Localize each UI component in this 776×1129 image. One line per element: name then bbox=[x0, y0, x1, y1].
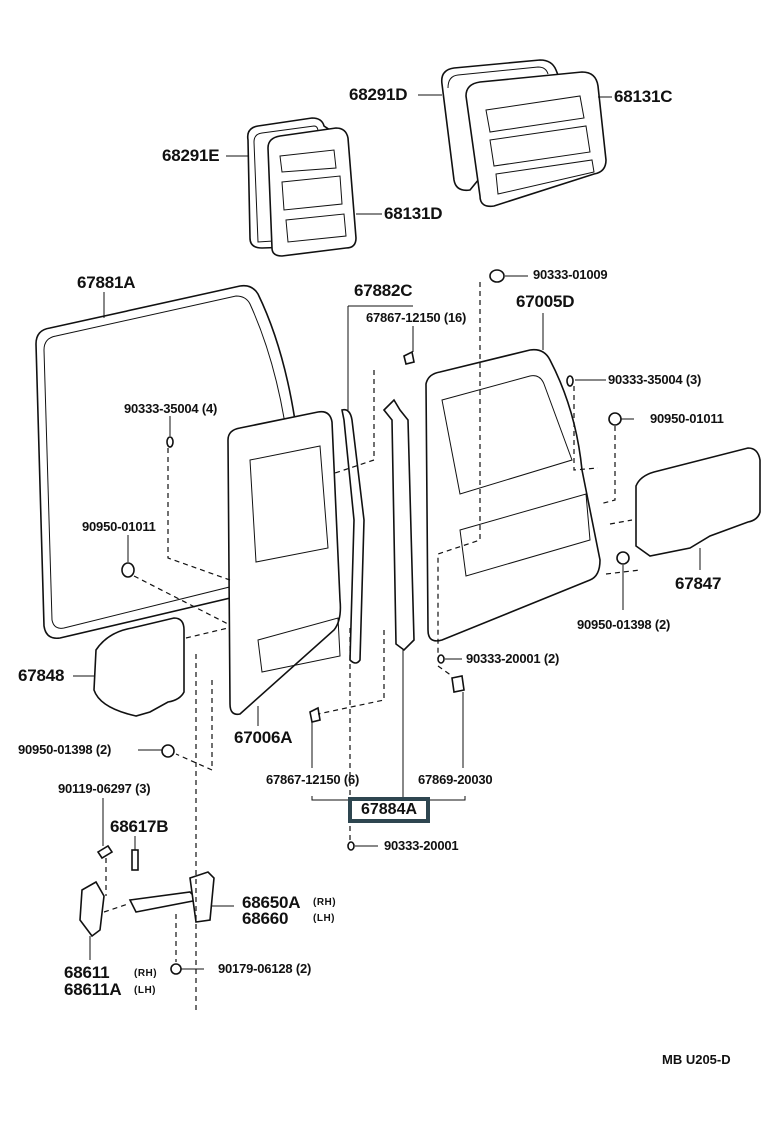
door-weatherstrip-center bbox=[382, 398, 415, 652]
part-label-68660: 68660 bbox=[242, 909, 289, 928]
part-label-68131C: 68131C bbox=[614, 87, 673, 106]
hinge-assembly bbox=[79, 849, 215, 938]
part-label-67867-12150-16: 67867-12150 (16) bbox=[366, 310, 467, 325]
leader-lines bbox=[73, 94, 701, 970]
part-label-68611: 68611 bbox=[64, 963, 110, 982]
right-door-panel bbox=[425, 348, 601, 642]
side-label-68660: (LH) bbox=[313, 913, 335, 924]
part-label-90333-35004-4: 90333-35004 (4) bbox=[124, 401, 218, 416]
trim-panel-right bbox=[635, 447, 761, 557]
part-label-68611A: 68611A bbox=[64, 980, 122, 999]
highlighted-part-67884A[interactable]: 67884A bbox=[348, 797, 430, 823]
part-label-90333-01009: 90333-01009 bbox=[533, 267, 608, 282]
diagram-reference-code: MB U205-D bbox=[662, 1052, 731, 1067]
part-label-67005D: 67005D bbox=[516, 292, 575, 311]
part-label-68617B: 68617B bbox=[110, 817, 169, 836]
part-label-90950-01398-2-right: 90950-01398 (2) bbox=[577, 617, 671, 632]
glass-panel-large bbox=[465, 71, 607, 208]
part-label-67881A: 67881A bbox=[77, 273, 136, 292]
part-label-90119-06297-3: 90119-06297 (3) bbox=[58, 781, 151, 796]
part-label-90333-20001-2: 90333-20001 (2) bbox=[466, 651, 560, 666]
glass-run-strip bbox=[341, 408, 365, 664]
left-door-panel bbox=[227, 410, 342, 716]
part-label-90179-06128-2: 90179-06128 (2) bbox=[218, 961, 312, 976]
part-label-67867-12150-6: 67867-12150 (6) bbox=[266, 772, 360, 787]
part-label-68291D: 68291D bbox=[349, 85, 408, 104]
side-label-68650A: (RH) bbox=[313, 897, 337, 908]
part-label-67006A: 67006A bbox=[234, 728, 293, 747]
dashed-guides bbox=[103, 282, 641, 1010]
part-label-90333-35004-3: 90333-35004 (3) bbox=[608, 372, 702, 387]
part-label-67882C: 67882C bbox=[354, 281, 413, 300]
part-label-68131D: 68131D bbox=[384, 204, 443, 223]
side-label-68611: (RH) bbox=[134, 968, 158, 979]
part-label-67847: 67847 bbox=[675, 574, 722, 593]
glass-panel-small bbox=[267, 127, 357, 257]
part-label-67869-20030: 67869-20030 bbox=[418, 772, 493, 787]
part-label-90950-01011-right: 90950-01011 bbox=[650, 411, 724, 426]
trim-panel-left bbox=[93, 617, 185, 717]
door-weatherstrip bbox=[35, 284, 303, 640]
part-label-90950-01398-2-left: 90950-01398 (2) bbox=[18, 742, 112, 757]
part-label-90333-20001: 90333-20001 bbox=[384, 838, 459, 853]
part-label-90950-01011-left: 90950-01011 bbox=[82, 519, 156, 534]
side-label-68611A: (LH) bbox=[134, 985, 156, 996]
part-label-68291E: 68291E bbox=[162, 146, 220, 165]
glass-weatherstrip-large bbox=[440, 59, 561, 192]
part-label-68650A: 68650A bbox=[242, 893, 301, 912]
part-label-67848: 67848 bbox=[18, 666, 65, 685]
fasteners bbox=[96, 269, 630, 975]
